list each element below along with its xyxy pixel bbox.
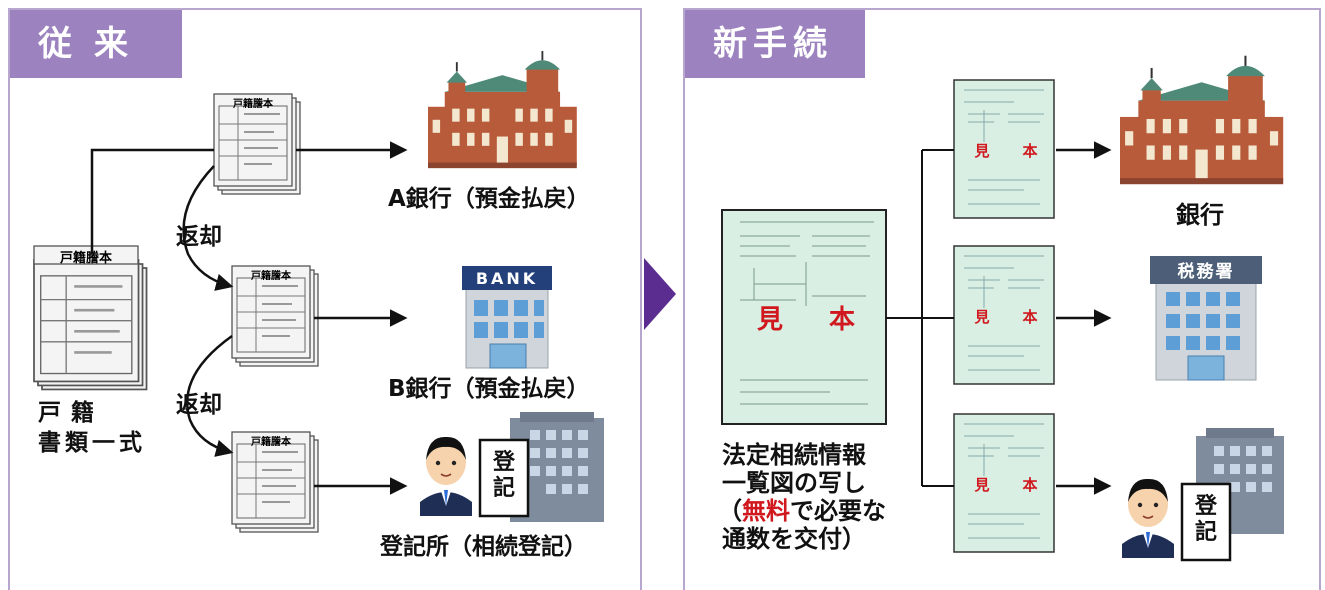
certificate-large	[721, 209, 887, 425]
bank-a-building-icon	[427, 50, 578, 170]
mihon-copy3-right: 本	[1022, 476, 1037, 494]
koseki-document-stack	[32, 245, 148, 391]
mihon-copy2-right: 本	[1022, 308, 1037, 326]
document-b-title: 戸籍謄本	[251, 269, 292, 282]
cert-label-line1: 法定相続情報	[722, 441, 866, 469]
document-label-line2: 書類一式	[38, 430, 146, 456]
cert-label-free: 無料	[742, 497, 790, 525]
mihon-large-left: 見	[757, 305, 783, 335]
bank-building-icon	[1118, 54, 1285, 186]
certificate-copy-3	[953, 413, 1055, 553]
registry-sign-new-text: 登記	[1194, 494, 1217, 545]
document-registry-title: 戸籍謄本	[251, 435, 292, 448]
cert-label-rest: で必要な	[790, 497, 886, 525]
document-a-title: 戸籍謄本	[233, 97, 274, 110]
return-label-2: 返却	[176, 392, 222, 418]
return-label-1: 返却	[176, 224, 222, 250]
registry-office-new-icon	[1180, 428, 1284, 562]
mihon-copy1-left: 見	[973, 142, 989, 160]
mihon-copy3-left: 見	[973, 476, 989, 494]
return-arrow-1	[182, 165, 234, 291]
tab-conventional: 従来	[10, 10, 182, 78]
registry-office-icon	[478, 412, 604, 522]
return-arrow-2	[185, 334, 234, 457]
bank-b-building-icon	[462, 266, 552, 369]
registry-label: 登記所（相続登記）	[380, 534, 587, 560]
document-stack-title: 戸籍謄本	[60, 250, 112, 266]
mihon-large-right: 本	[829, 305, 855, 335]
tax-office-sign: 税務署	[1178, 261, 1235, 282]
transition-arrow-icon	[644, 258, 676, 330]
registry-officer-new-icon	[1121, 478, 1175, 559]
mihon-copy2-left: 見	[973, 308, 989, 326]
bank-a-label: A銀行（預金払戻）	[388, 186, 590, 212]
tax-office-building-icon	[1150, 256, 1262, 381]
tab-new-procedure: 新手続	[685, 10, 865, 78]
cert-label-line2: 一覧図の写し	[722, 469, 866, 497]
certificate-copy-2	[953, 245, 1055, 385]
document-label-line1: 戸籍	[38, 400, 104, 426]
document-stack-title-bar	[33, 245, 139, 265]
mihon-copy1-right: 本	[1022, 142, 1037, 160]
cert-label-line3: （無料で必要な	[718, 496, 886, 526]
bank-b-label: B銀行（預金払戻）	[388, 376, 590, 402]
certificate-copy-1	[953, 79, 1055, 219]
bank-label: 銀行	[1176, 201, 1224, 229]
bank-sign: BANK	[476, 269, 538, 288]
registry-officer-icon	[419, 436, 473, 517]
cert-label-line4: 通数を交付）	[722, 525, 866, 553]
cert-label-open-paren: （	[718, 497, 742, 525]
registry-sign-text: 登記	[492, 450, 515, 501]
connector-stack-to-a	[90, 148, 214, 254]
